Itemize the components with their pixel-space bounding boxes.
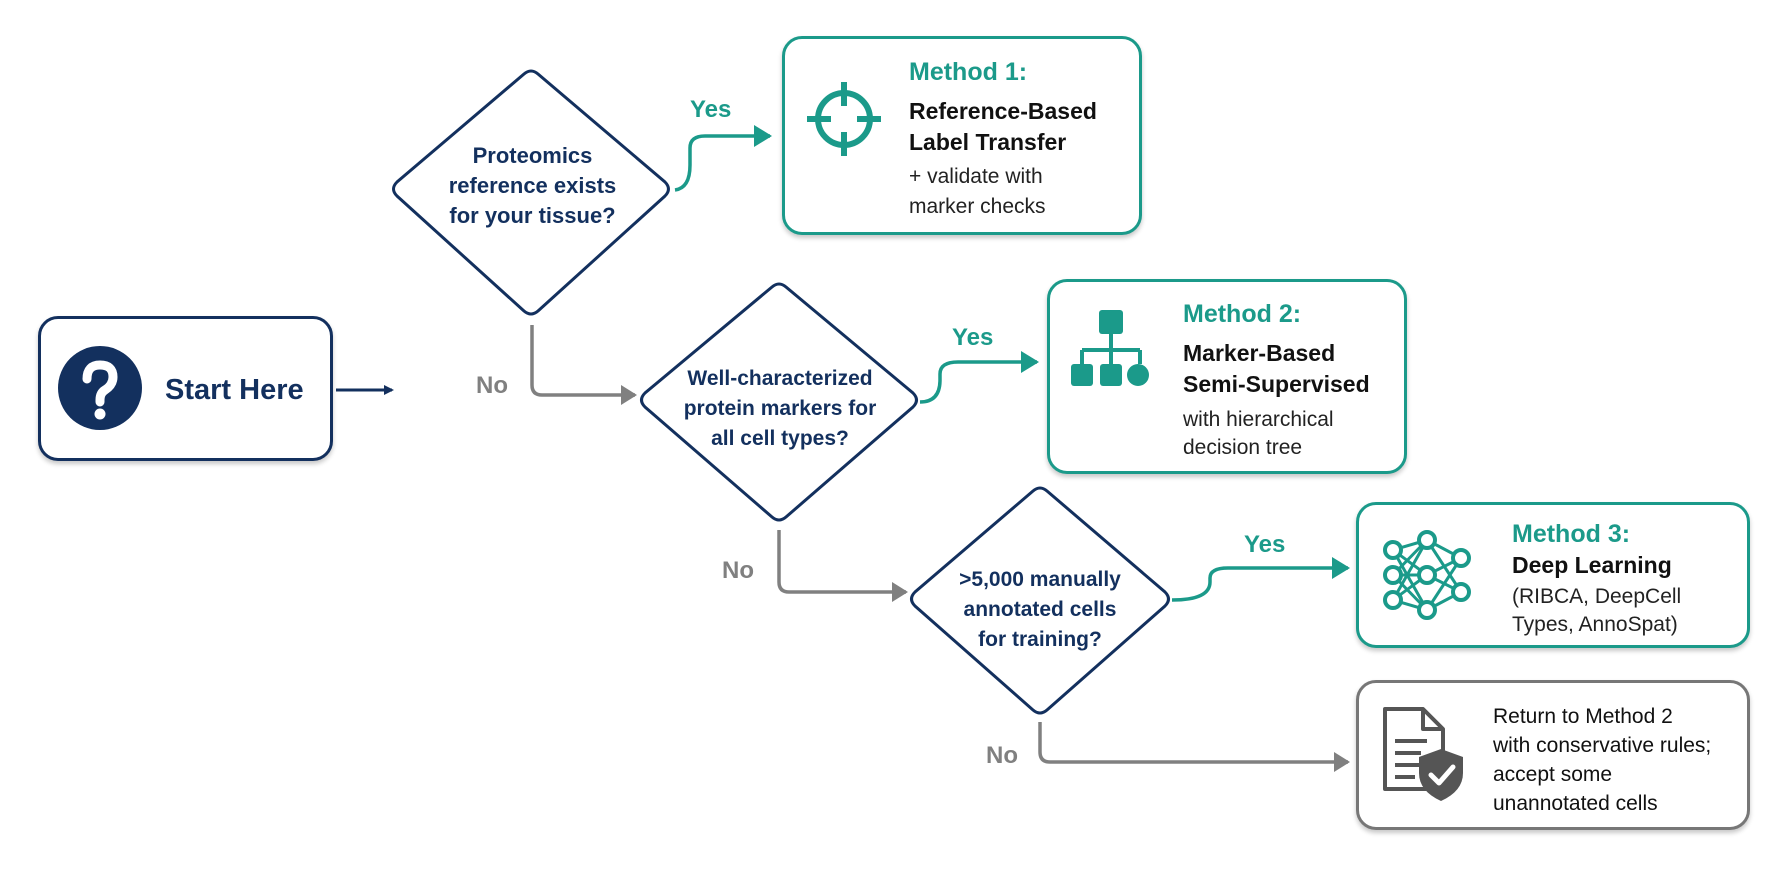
method-2-note-2: decision tree xyxy=(1183,436,1303,459)
fallback-card[interactable]: Return to Method 2 with conservative rul… xyxy=(1356,680,1750,830)
method-2-subtitle-1: Marker-Based xyxy=(1183,340,1336,366)
method-3-title: Method 3: xyxy=(1512,520,1631,548)
method-2-note-1: with hierarchical xyxy=(1183,408,1334,431)
hierarchy-tree-icon xyxy=(1071,310,1149,386)
decision-1-text: Proteomics reference exists for your tis… xyxy=(410,141,655,231)
method-3-note-2: Types, AnnoSpat) xyxy=(1512,613,1678,636)
method-2-card[interactable]: Method 2: Marker-Based Semi-Supervised w… xyxy=(1047,279,1407,474)
fallback-line-2: with conservative rules; xyxy=(1493,734,1712,757)
decision-1-line-2: reference exists xyxy=(448,173,617,198)
decision-2-line-1: Well-characterized xyxy=(687,367,873,390)
method-3-subtitle-1: Deep Learning xyxy=(1512,552,1672,578)
fallback-line-4: unannotated cells xyxy=(1493,792,1658,815)
no-connector-2 xyxy=(777,530,908,602)
decision-3-text: >5,000 manually annotated cells for trai… xyxy=(935,565,1145,655)
decision-3-line-1: >5,000 manually xyxy=(959,568,1121,591)
question-mark-icon xyxy=(58,346,142,430)
decision-diamond-3 xyxy=(910,486,1170,715)
decision-2-text: Well-characterized protein markers for a… xyxy=(665,364,895,454)
method-3-note-1: (RIBCA, DeepCell xyxy=(1512,585,1682,608)
method-2-subtitle-2: Semi-Supervised xyxy=(1183,371,1370,397)
crosshair-target-icon xyxy=(807,82,881,156)
yes-connector-2 xyxy=(919,351,1039,404)
method-2-title: Method 2: xyxy=(1183,300,1302,328)
neural-network-icon xyxy=(1383,530,1471,620)
yes-connector-3 xyxy=(1171,557,1350,602)
method-1-title: Method 1: xyxy=(909,58,1028,86)
decision-2-line-2: protein markers for xyxy=(683,397,877,420)
decision-1-line-3: for your tissue? xyxy=(449,203,616,228)
yes-label-1: Yes xyxy=(690,96,732,123)
no-label-3: No xyxy=(986,742,1018,769)
start-label: Start Here xyxy=(165,374,304,406)
decision-3-line-3: for training? xyxy=(978,628,1102,651)
fallback-line-1: Return to Method 2 xyxy=(1493,705,1673,728)
document-shield-check-icon xyxy=(1383,707,1463,801)
decision-2-line-3: all cell types? xyxy=(711,427,849,450)
decision-3-line-2: annotated cells xyxy=(963,598,1117,621)
method-1-subtitle-2: Label Transfer xyxy=(909,129,1067,155)
method-1-note-2: marker checks xyxy=(909,195,1046,218)
decision-1-line-1: Proteomics xyxy=(472,143,593,168)
decision-diamond-1 xyxy=(392,69,670,316)
method-1-card[interactable]: Method 1: Reference-Based Label Transfer… xyxy=(782,36,1142,235)
no-connector-3 xyxy=(1038,722,1350,772)
yes-label-2: Yes xyxy=(952,324,994,351)
method-1-subtitle-1: Reference-Based xyxy=(909,98,1097,124)
decision-diamond-2 xyxy=(640,282,918,522)
method-1-note-1: + validate with xyxy=(909,165,1043,188)
start-card[interactable]: Start Here xyxy=(38,316,333,461)
method-3-card[interactable]: Method 3: Deep Learning (RIBCA, DeepCell… xyxy=(1356,502,1750,648)
yes-connector-1 xyxy=(674,125,772,192)
yes-label-3: Yes xyxy=(1244,531,1286,558)
fallback-line-3: accept some xyxy=(1493,763,1613,786)
no-label-2: No xyxy=(722,557,754,584)
no-connector-1 xyxy=(530,325,637,405)
no-label-1: No xyxy=(476,372,508,399)
